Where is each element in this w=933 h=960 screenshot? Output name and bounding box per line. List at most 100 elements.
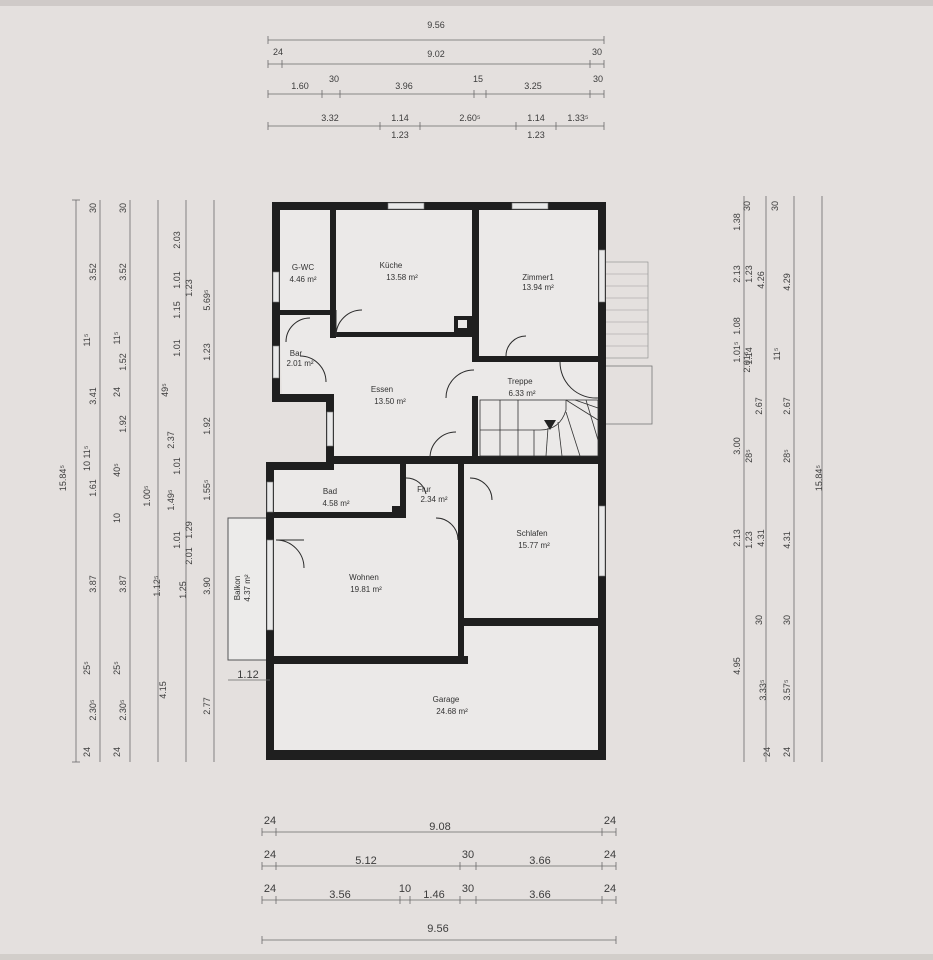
left-dim-c5-2: 1.15 — [172, 301, 182, 319]
left-dim-c4-4: 4.15 — [158, 681, 168, 699]
left-dim-c3-8: 3.87 — [118, 575, 128, 593]
left-dim-c5-9: 1.25 — [178, 581, 188, 599]
bottom-dim-r2-0: 24 — [264, 849, 276, 861]
right-dim-c1-5: 2.13 — [732, 529, 742, 547]
top-dim-r4-3: 2.60⁵ — [459, 113, 481, 123]
room-zimmer1-name: Zimmer1 — [522, 273, 554, 282]
bottom-dim-r1-0: 24 — [264, 815, 276, 827]
top-dim-r2-1: 9.02 — [427, 49, 445, 59]
right-dim-c2-6: 30 — [754, 615, 764, 625]
room-treppe-area: 6.33 m² — [508, 389, 535, 398]
top-dim-r3-3: 15 — [473, 74, 483, 84]
room-schlafen-name: Schlafen — [516, 529, 547, 538]
room-gwc-area: 4.46 m² — [289, 275, 316, 284]
bottom-dim-r2-3: 3.66 — [529, 855, 550, 867]
bottom-dim-r4-0: 9.56 — [427, 923, 448, 935]
right-dim-c3-6: 30 — [782, 615, 792, 625]
left-dim-c4-3: 1.12⁵ — [152, 575, 162, 597]
right-dim-c1-7: 24 — [762, 747, 772, 757]
right-dim-c2-3: 2.67 — [754, 397, 764, 415]
room-bad-name: Bad — [323, 487, 337, 496]
right-dim-c2-0: 30 — [742, 201, 752, 211]
left-dim-c2-5: 1.61 — [88, 479, 98, 497]
top-dim-r3-4: 3.25 — [524, 81, 542, 91]
top-dim-r4-0: 3.32 — [321, 113, 339, 123]
left-dim-c3-9: 25⁵ — [112, 661, 122, 675]
right-dim-c1-1: 2.13 — [732, 265, 742, 283]
left-dim-c2-6: 11⁵ — [82, 445, 92, 458]
top-dim-r4-1: 1.14 — [391, 113, 409, 123]
left-dim-c5-4: 1.23 — [184, 279, 194, 297]
right-dim-c2-7: 3.33⁵ — [758, 679, 768, 701]
room-gwc-name: G-WC — [292, 263, 314, 272]
top-dim-r2-2: 30 — [592, 47, 602, 57]
room-wohnen-area: 19.81 m² — [350, 585, 382, 594]
top-dim-r4-4: 1.14 — [527, 113, 545, 123]
room-essen-name: Essen — [371, 385, 393, 394]
top-dim-r3-5: 30 — [593, 74, 603, 84]
bottom-dim-r3-6: 24 — [604, 883, 616, 895]
right-dim-c3-3: 2.67 — [782, 397, 792, 415]
balkon-outline — [227, 517, 271, 661]
left-dim-c6-4: 3.90 — [202, 577, 212, 595]
balkon-dimension: 1.12 — [237, 669, 258, 681]
room-bar-area: 2.01 m² — [286, 359, 313, 368]
left-dim-c5-10: 2.01 — [184, 547, 194, 565]
room-zimmer1-area: 13.94 m² — [522, 283, 554, 292]
left-dim-c3-2: 11⁵ — [112, 331, 122, 344]
right-dim-c4-0: 15.84⁵ — [814, 465, 824, 492]
left-dim-c6-1: 1.23 — [202, 343, 212, 361]
bottom-dim-r2-4: 24 — [604, 849, 616, 861]
top-dim-r4-5: 1.23 — [527, 130, 545, 140]
room-garage-area: 24.68 m² — [436, 707, 468, 716]
right-dim-c2-2: 2.01⁵ — [742, 351, 752, 373]
left-dim-c6-2: 1.92 — [202, 417, 212, 435]
top-dim-r3-0: 1.60 — [291, 81, 309, 91]
right-dim-c2-8: 24 — [782, 747, 792, 757]
right-dim-c3-2: 11⁵ — [772, 347, 782, 360]
left-dim-c2-0: 30 — [88, 203, 98, 213]
left-dim-c3-0: 30 — [118, 203, 128, 213]
left-dim-c6-5: 2.77 — [202, 697, 212, 715]
right-dim-c2-4: 28⁵ — [744, 449, 754, 463]
left-dim-c3-1: 3.52 — [118, 263, 128, 281]
right-dimensions: 1.38 2.13 1.01⁵ 1.08 3.00 2.13 4.95 24 3… — [732, 196, 824, 762]
left-dim-c1-0: 15.84⁵ — [58, 465, 68, 492]
right-dim-extra-1: 4.26 — [756, 271, 766, 289]
left-dim-c2-9: 2.30⁵ — [88, 699, 98, 721]
left-dim-c5-1: 1.01 — [172, 339, 182, 357]
bottom-dim-r1-2: 24 — [604, 815, 616, 827]
left-dim-c5-0: 2.03 — [172, 231, 182, 249]
room-garage-name: Garage — [433, 695, 460, 704]
room-flur-name: Flur — [417, 485, 431, 494]
bottom-dim-r3-3: 1.46 — [423, 889, 444, 901]
right-dim-c1-6: 4.95 — [732, 657, 742, 675]
left-dim-c6-0: 5.69⁵ — [202, 289, 212, 311]
room-schlafen-area: 15.77 m² — [518, 541, 550, 550]
left-dim-c5-5: 1.01 — [172, 457, 182, 475]
bottom-dim-r3-4: 30 — [462, 883, 474, 895]
left-dim-c2-1: 3.52 — [88, 263, 98, 281]
top-dimensions: 9.56 24 9.02 30 1.60 30 3.96 15 3.25 30 … — [267, 20, 605, 140]
right-dim-c1-4: 3.00 — [732, 437, 742, 455]
left-dim-c3-3: 1.52 — [118, 353, 128, 371]
right-dim-extra-0: 1.14 — [744, 347, 754, 365]
right-dim-c3-7: 3.57⁵ — [782, 679, 792, 701]
left-dim-c3-4: 24 — [112, 387, 122, 397]
right-dim-c1-2: 1.01⁵ — [732, 341, 742, 363]
room-balkon-area: 4.37 m² — [243, 574, 252, 601]
right-dim-c2-5: 1.23 — [744, 531, 754, 549]
right-dim-c1-0: 1.38 — [732, 213, 742, 231]
room-flur-area: 2.34 m² — [420, 495, 447, 504]
room-treppe-name: Treppe — [507, 377, 533, 386]
left-dim-c4-1: 2.37 — [166, 431, 176, 449]
left-dim-c5-8: 1.29 — [184, 521, 194, 539]
top-dim-r4-2: 1.23 — [391, 130, 409, 140]
left-dim-c3-10: 2.30⁵ — [118, 699, 128, 721]
left-dim-c2-3: 3.41 — [88, 387, 98, 405]
bottom-dimensions: 24 9.08 24 24 5.12 30 3.66 24 24 3.56 10… — [261, 815, 617, 944]
right-dim-c2-1: 1.23 — [744, 265, 754, 283]
right-dim-c3-5: 4.31 — [782, 531, 792, 549]
